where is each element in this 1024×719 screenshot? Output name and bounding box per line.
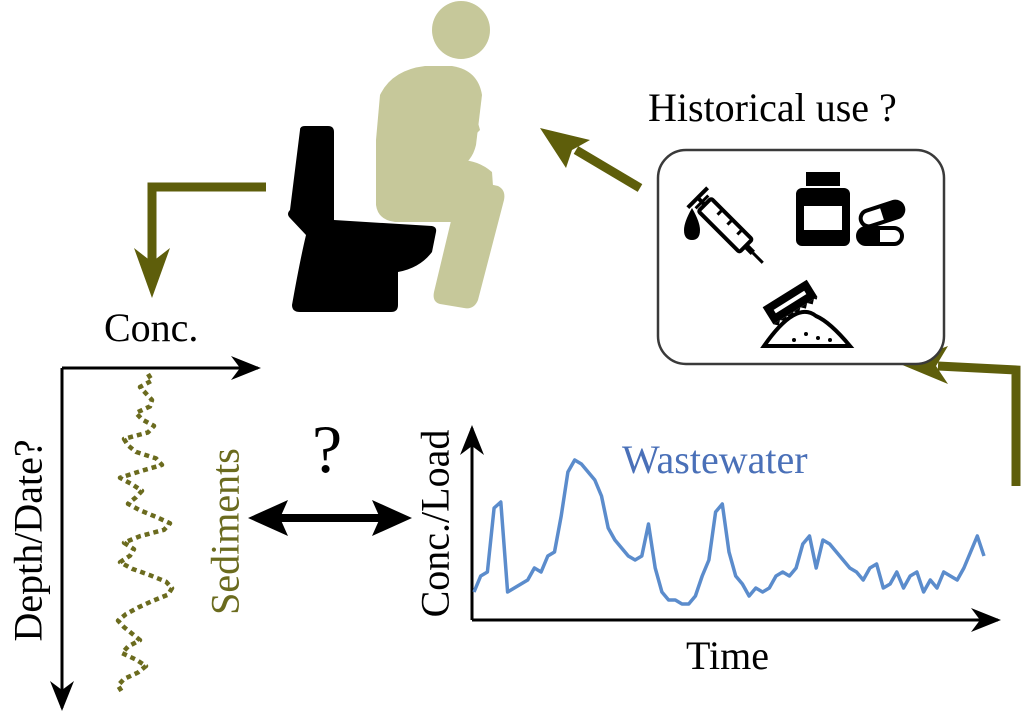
medicine-bottle-icon (796, 172, 850, 246)
wastewater-series (472, 458, 986, 606)
sediment-line (115, 372, 175, 694)
razor-powder-icon (760, 279, 855, 348)
double-arrow (248, 500, 412, 536)
olive-arrow-left (134, 182, 266, 298)
pill-capsule-icon (856, 199, 906, 246)
historical-use-label: Historical use ? (648, 85, 897, 130)
olive-arrow-top (540, 128, 643, 192)
person-icon (376, 1, 505, 309)
olive-arrow-right (900, 346, 1021, 486)
sediment-series (115, 372, 175, 694)
person-on-toilet-icon (288, 1, 505, 312)
wastewater-x-axis-label: Time (686, 633, 770, 678)
historical-use-box (656, 148, 946, 366)
sediment-y-axis-label: Depth/Date? (5, 439, 51, 642)
wastewater-label: Wastewater (622, 437, 808, 482)
wastewater-line (472, 458, 986, 606)
wastewater-axes (460, 425, 1001, 632)
syringe-icon (684, 186, 764, 264)
sediment-axes (50, 356, 261, 711)
question-mark: ? (312, 411, 343, 487)
sediment-x-axis-label: Conc. (104, 305, 199, 350)
wastewater-y-axis-label: Conc./Load (412, 429, 458, 618)
sediments-label: Sediments (202, 448, 248, 615)
toilet-icon (288, 126, 437, 312)
